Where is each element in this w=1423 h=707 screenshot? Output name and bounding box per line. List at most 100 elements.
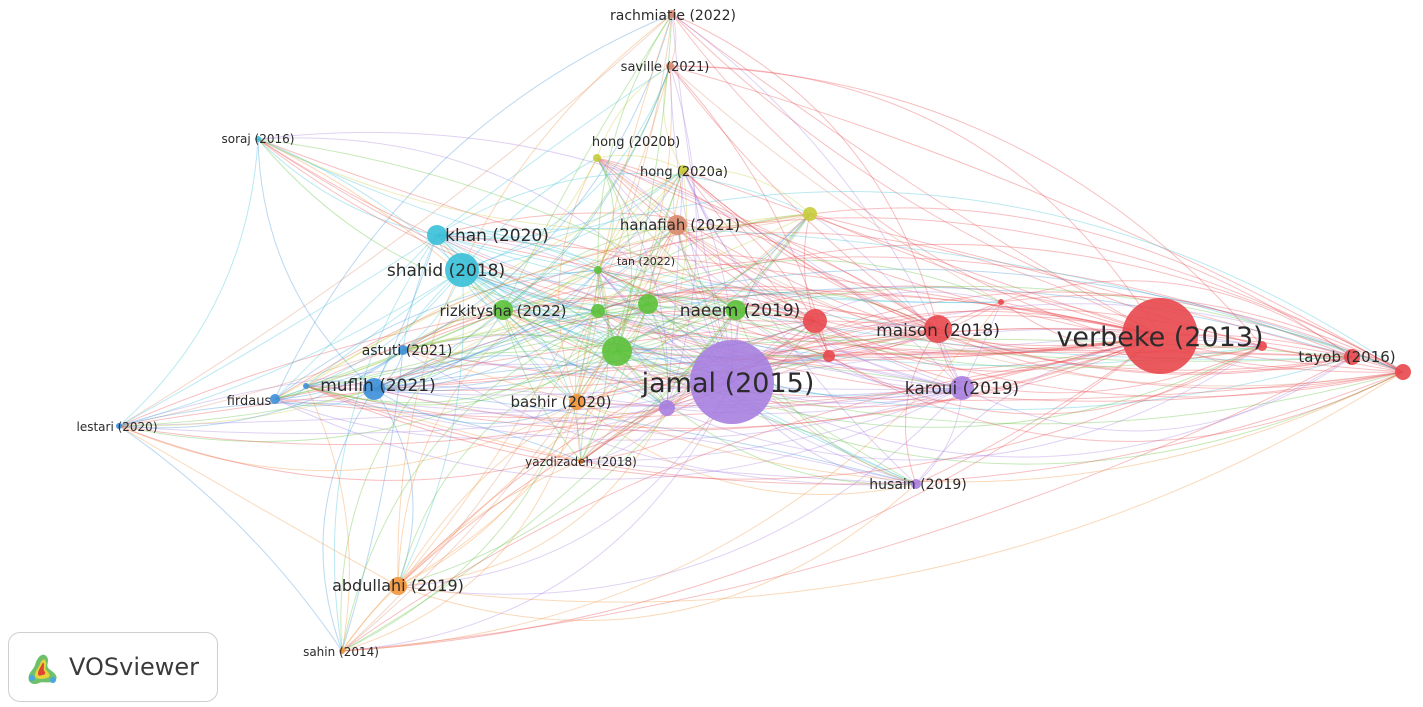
network-link bbox=[596, 157, 632, 352]
network-link bbox=[461, 269, 1161, 356]
network-link bbox=[118, 303, 649, 442]
network-link bbox=[647, 303, 1353, 362]
network-link bbox=[118, 169, 684, 427]
network-link bbox=[118, 401, 578, 472]
node-label-husain: husain (2019) bbox=[869, 477, 966, 493]
network-link bbox=[961, 356, 1353, 432]
network-link bbox=[597, 310, 1161, 372]
network-link bbox=[597, 13, 673, 271]
network-node-abdullahi[interactable] bbox=[389, 577, 407, 595]
network-node-verbeke[interactable] bbox=[1122, 298, 1198, 374]
network-link bbox=[669, 65, 1404, 373]
network-link bbox=[682, 169, 963, 389]
network-link bbox=[669, 65, 733, 383]
network-link bbox=[671, 13, 1161, 337]
network-node-sahin[interactable] bbox=[339, 648, 345, 654]
network-node-saville[interactable] bbox=[666, 62, 674, 70]
network-node-unlabeled[interactable] bbox=[1257, 341, 1267, 351]
network-link bbox=[647, 213, 811, 305]
node-label-soraj: soraj (2016) bbox=[222, 132, 295, 146]
network-link bbox=[340, 309, 504, 652]
network-node-yazdizadeh[interactable] bbox=[578, 458, 584, 464]
network-link bbox=[118, 425, 343, 652]
network-link bbox=[397, 213, 811, 587]
network-node-unlabeled[interactable] bbox=[659, 400, 675, 416]
network-node-karoui[interactable] bbox=[950, 376, 974, 400]
network-link bbox=[735, 309, 917, 485]
network-link bbox=[596, 65, 671, 159]
network-node-husain[interactable] bbox=[911, 479, 921, 489]
network-node-naeem[interactable] bbox=[726, 300, 746, 320]
node-label-jamal: jamal (2015) bbox=[641, 368, 815, 399]
network-node-jamal[interactable] bbox=[690, 340, 774, 424]
node-label-verbeke: verbeke (2013) bbox=[1056, 322, 1263, 353]
network-link bbox=[341, 381, 733, 652]
network-link bbox=[257, 138, 599, 312]
network-link bbox=[274, 13, 673, 400]
network-node-unlabeled[interactable] bbox=[638, 294, 658, 314]
network-link bbox=[341, 269, 599, 652]
network-node-maison[interactable] bbox=[924, 315, 952, 343]
network-node-muflih[interactable] bbox=[363, 378, 385, 400]
network-link bbox=[596, 157, 737, 311]
network-link bbox=[461, 65, 671, 271]
network-link bbox=[461, 191, 1404, 373]
network-node-astuti[interactable] bbox=[398, 345, 408, 355]
network-link bbox=[274, 309, 737, 400]
network-node-tan[interactable] bbox=[594, 266, 602, 274]
network-link bbox=[597, 254, 939, 330]
network-link bbox=[576, 224, 678, 403]
network-link bbox=[373, 328, 939, 390]
network-link bbox=[305, 385, 582, 462]
network-link bbox=[735, 309, 830, 357]
network-node-unlabeled[interactable] bbox=[1395, 364, 1411, 380]
network-link bbox=[574, 310, 599, 403]
network-link bbox=[373, 355, 668, 409]
network-link bbox=[735, 285, 1404, 373]
network-node-unlabeled[interactable] bbox=[602, 336, 632, 366]
network-link bbox=[647, 285, 939, 330]
network-link bbox=[274, 269, 599, 400]
network-node-unlabeled[interactable] bbox=[823, 350, 835, 362]
network-link bbox=[937, 328, 1353, 375]
node-label-abdullahi: abdullahi (2019) bbox=[332, 576, 464, 595]
network-link bbox=[596, 157, 1404, 373]
network-node-hong_a[interactable] bbox=[678, 165, 688, 175]
vosviewer-heatmap-icon bbox=[28, 654, 57, 685]
network-node-shahid[interactable] bbox=[445, 253, 479, 287]
network-link bbox=[373, 269, 599, 390]
network-node-unlabeled[interactable] bbox=[998, 299, 1004, 305]
network-node-lestari[interactable] bbox=[116, 423, 122, 429]
network-link bbox=[118, 224, 678, 427]
network-node-firdaus[interactable] bbox=[270, 394, 280, 404]
network-node-bashir[interactable] bbox=[569, 394, 585, 410]
network-node-khan[interactable] bbox=[427, 225, 447, 245]
network-link bbox=[616, 224, 678, 352]
network-node-rachmiatie[interactable] bbox=[668, 10, 676, 18]
network-node-unlabeled[interactable] bbox=[803, 309, 827, 333]
network-link bbox=[828, 355, 1404, 442]
network-link bbox=[341, 401, 578, 652]
network-link bbox=[502, 297, 649, 311]
network-link bbox=[461, 269, 939, 330]
network-link bbox=[436, 234, 599, 271]
network-node-hanafiah[interactable] bbox=[667, 215, 687, 235]
network-link bbox=[735, 213, 811, 311]
network-link bbox=[502, 309, 939, 340]
network-link bbox=[402, 349, 963, 390]
network-link bbox=[461, 269, 917, 485]
network-node-unlabeled[interactable] bbox=[803, 207, 817, 221]
network-node-rizkitysha[interactable] bbox=[493, 300, 513, 320]
node-label-maison: maison (2018) bbox=[876, 321, 1000, 341]
network-link bbox=[647, 286, 816, 322]
network-nodes bbox=[116, 10, 1411, 654]
network-link bbox=[373, 309, 737, 392]
network-link bbox=[402, 169, 684, 351]
network-node-hong_b[interactable] bbox=[593, 154, 601, 162]
network-node-soraj[interactable] bbox=[255, 136, 261, 142]
network-node-unlabeled[interactable] bbox=[591, 304, 605, 318]
network-node-tayob[interactable] bbox=[1344, 349, 1360, 365]
network-link bbox=[669, 65, 1161, 337]
network-node-unlabeled[interactable] bbox=[303, 383, 309, 389]
